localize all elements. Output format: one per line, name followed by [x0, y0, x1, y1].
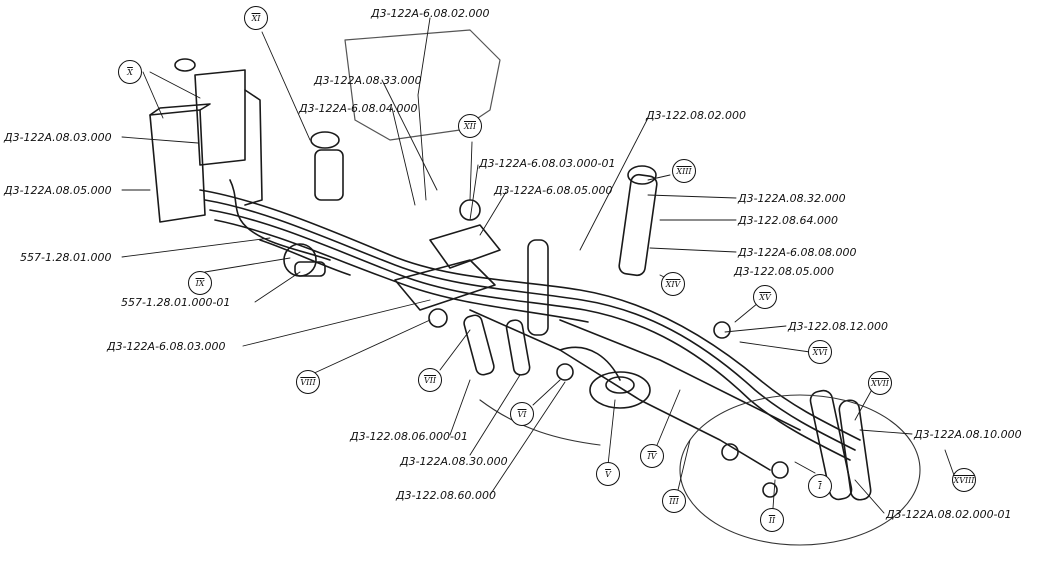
- part-label: Д3-122.08.60.000: [396, 489, 497, 502]
- callout-X: X: [118, 60, 142, 84]
- part-label: Д3-122А-6.08.04.000: [299, 102, 418, 115]
- part-label: Д3-122А.08.33.000: [314, 74, 422, 87]
- callout-XIII: XIII: [672, 159, 696, 183]
- part-label: Д3-122.08.05.000: [734, 265, 835, 278]
- part-label: Д3-122А-6.08.02.000: [371, 7, 490, 20]
- part-label: Д3-122.08.64.000: [738, 214, 839, 227]
- part-label: Д3-122А.08.03.000: [4, 131, 112, 144]
- callout-V: V: [596, 462, 620, 486]
- part-label: Д3-122А.08.32.000: [738, 192, 846, 205]
- part-label: Д3-122А.08.05.000: [4, 184, 112, 197]
- callout-IX: IX: [188, 271, 212, 295]
- callout-IV: IV: [640, 444, 664, 468]
- callout-III: III: [662, 489, 686, 513]
- callout-XVI: XVI: [808, 340, 832, 364]
- callout-I: I: [808, 474, 832, 498]
- callout-XV: XV: [753, 285, 777, 309]
- callout-VII: VII: [418, 368, 442, 392]
- part-label: 557-1.28.01.000-01: [121, 296, 231, 309]
- callout-XI: XI: [244, 6, 268, 30]
- callout-II: II: [760, 508, 784, 532]
- callout-VI: VI: [510, 402, 534, 426]
- part-label: Д3-122.08.02.000: [646, 109, 747, 122]
- part-label: Д3-122А-6.08.08.000: [738, 246, 857, 259]
- callout-XVII: XVII: [868, 371, 892, 395]
- part-label: Д3-122А.08.02.000-01: [886, 508, 1012, 521]
- part-label: Д3-122.08.12.000: [788, 320, 889, 333]
- part-label: Д3-122А-6.08.03.000: [107, 340, 226, 353]
- part-label: Д3-122А.08.30.000: [400, 455, 508, 468]
- callout-XVIII: XVIII: [952, 468, 976, 492]
- part-label: 557-1.28.01.000: [20, 251, 112, 264]
- part-label: Д3-122.08.06.000-01: [350, 430, 469, 443]
- callout-VIII: VIII: [296, 370, 320, 394]
- callout-XII: XII: [458, 114, 482, 138]
- part-label: Д3-122А.08.10.000: [914, 428, 1022, 441]
- part-label: Д3-122А-6.08.05.000: [494, 184, 613, 197]
- part-label: Д3-122А-6.08.03.000-01: [479, 157, 616, 170]
- callout-XIV: XIV: [661, 272, 685, 296]
